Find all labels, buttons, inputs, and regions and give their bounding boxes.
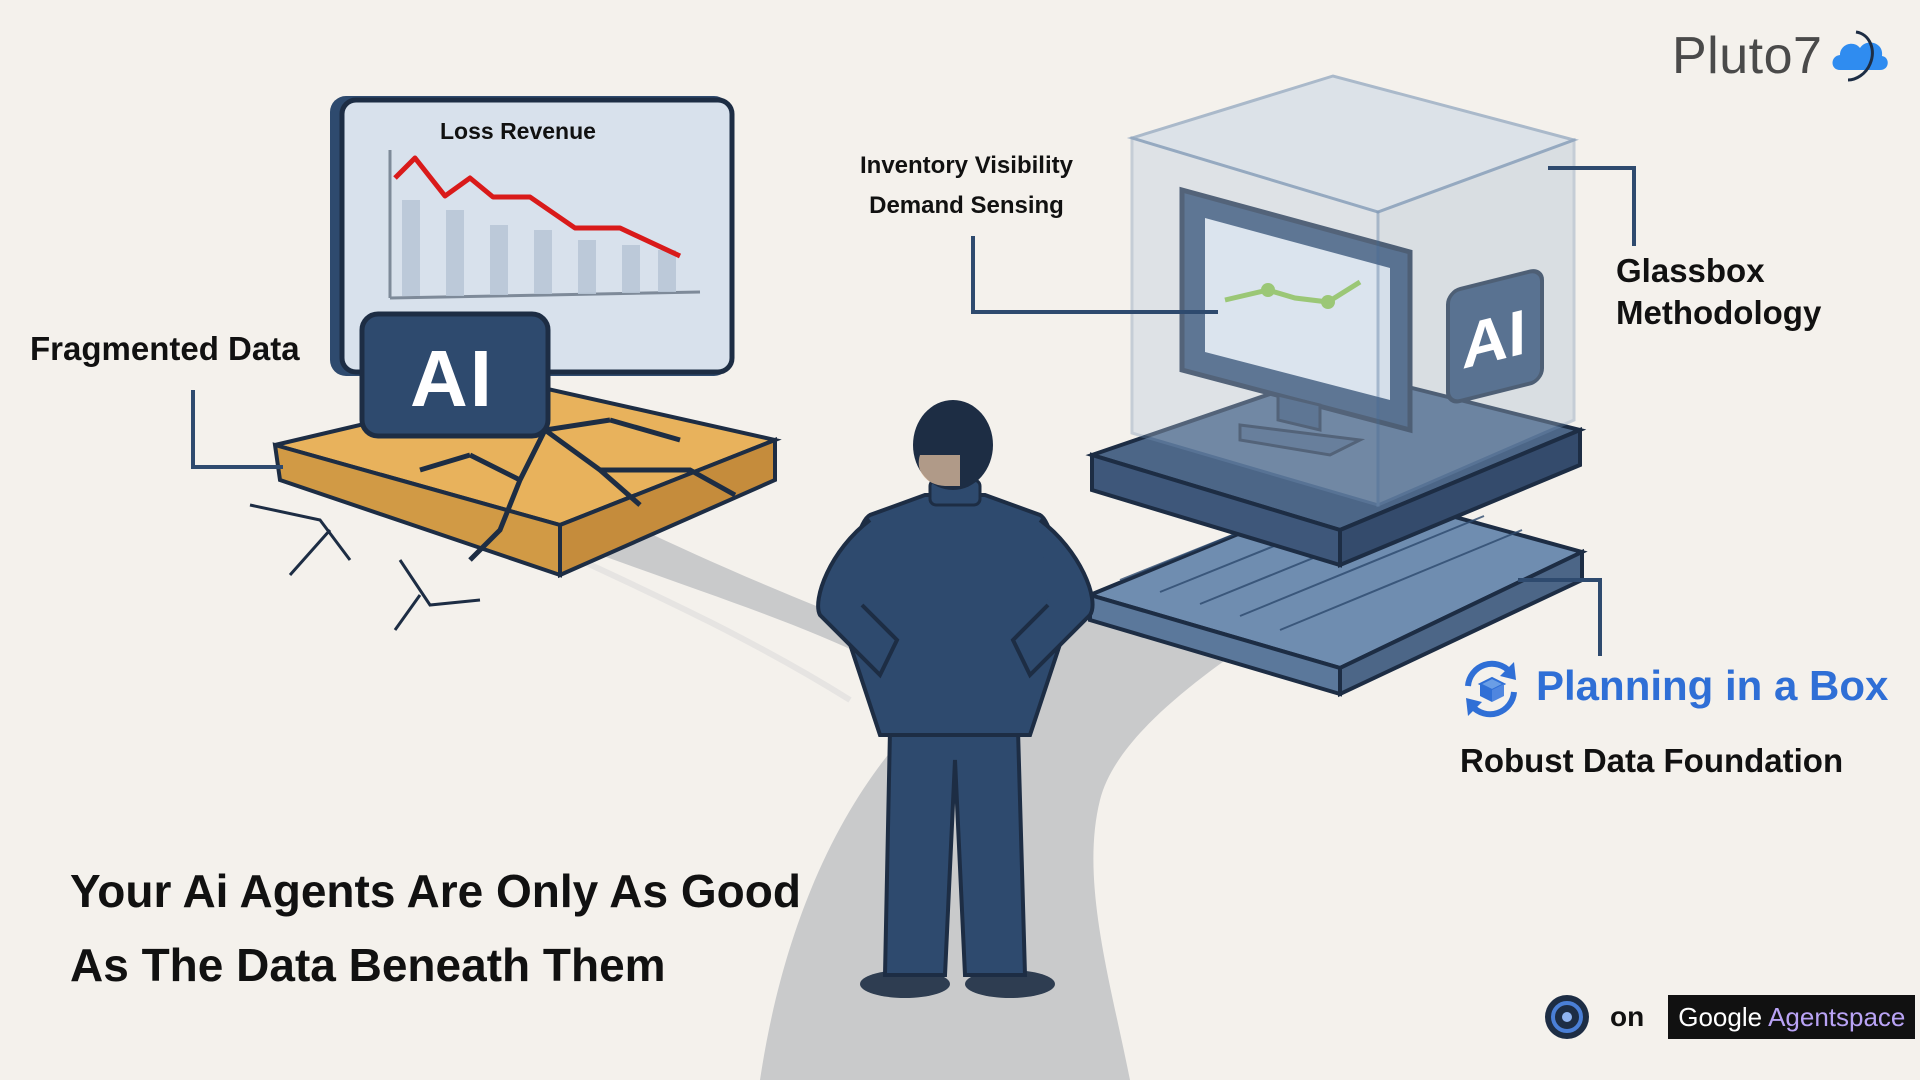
agentspace-text: Agentspace: [1768, 1001, 1906, 1032]
ai-badge-right: [1446, 269, 1544, 404]
chart-title: Loss Revenue: [440, 118, 596, 144]
demand-sensing-monitor: [1179, 186, 1413, 457]
businessman: [816, 400, 1095, 998]
glassbox-line-2: Methodology: [1616, 294, 1822, 331]
google-text: Google: [1678, 1001, 1763, 1032]
fragmented-data-label: Fragmented Data: [30, 330, 300, 367]
inventory-connector: [971, 236, 1218, 314]
brand-logo: Pluto7: [1672, 24, 1890, 88]
robust-data-foundation-label: Robust Data Foundation: [1460, 742, 1844, 779]
glassbox: [1126, 74, 1579, 508]
planning-box-icon: [1465, 660, 1517, 718]
headline-line-1: Your Ai Agents Are Only As Good: [70, 865, 801, 917]
footer-partner: on Google Agentspace: [1544, 994, 1916, 1040]
inventory-callout: Inventory Visibility Demand Sensing: [860, 146, 1073, 226]
fragmented-data-connector: [191, 390, 283, 469]
footer-on-text: on: [1610, 1001, 1645, 1032]
google-agentspace-badge: Google Agentspace: [1668, 995, 1916, 1039]
ai-badge-left: [359, 311, 551, 439]
cloud-icon: [1832, 30, 1889, 82]
partner-badge-icon: [1545, 995, 1589, 1039]
glassbox-connector: [1548, 166, 1636, 246]
callout-line-1: Inventory Visibility: [860, 152, 1073, 179]
headline: Your Ai Agents Are Only As Good As The D…: [70, 854, 801, 1002]
callout-line-2: Demand Sensing: [869, 192, 1064, 219]
loss-revenue-monitor: [330, 96, 735, 376]
ai-badge-text-left: AI: [410, 334, 494, 423]
headline-line-2: As The Data Beneath Them: [70, 939, 666, 991]
planning-in-a-box-title: Planning in a Box: [1536, 662, 1889, 709]
glassbox-label: Glassbox Methodology: [1616, 250, 1821, 334]
glassbox-line-1: Glassbox: [1616, 252, 1765, 289]
platform-connector: [1518, 578, 1602, 656]
brand-name: Pluto7: [1672, 27, 1823, 85]
